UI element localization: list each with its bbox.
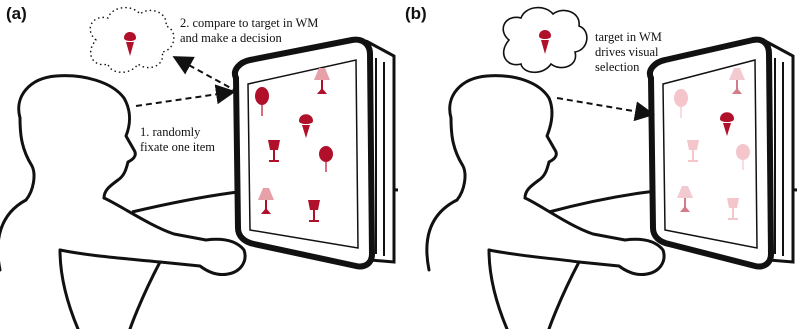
caption-fixate: 1. randomly fixate one item [140,125,215,154]
panel-a-illustration [0,7,398,329]
arrow-to-bubble [172,56,239,93]
balloon-icon [319,146,333,172]
monitor [647,36,795,270]
thought-bubble-solid [502,6,588,74]
caption-compare: 2. compare to target in WM and make a de… [180,16,319,45]
person-figure [0,74,247,329]
lamp-icon [258,188,274,214]
panel-b-illustration [425,6,797,329]
ice-cream-icon [539,30,551,54]
caption-target-drives: target in WM drives visual selection [595,30,662,74]
lamp-icon [729,68,745,94]
balloon-icon [736,144,750,170]
screen-items [674,68,750,220]
panel-b: (b) target in WM drives visual selection [399,0,797,329]
ice-cream-icon [720,112,734,136]
ice-cream-icon [124,32,136,56]
panel-a-label: (a) [6,4,27,23]
wine-glass-icon [687,140,699,162]
lamp-icon [314,68,330,94]
screen-items [255,68,333,222]
balloon-icon [255,87,269,116]
panel-b-label: (b) [405,4,427,23]
arrow-to-screen [135,84,236,107]
ice-cream-icon [299,114,313,138]
balloon-icon [674,89,688,118]
wine-glass-icon [268,140,280,162]
wine-glass-icon [727,198,739,220]
person-figure [425,74,666,329]
wine-glass-icon [308,200,320,222]
lamp-icon [677,186,693,212]
arrow-to-screen [556,97,655,122]
monitor [232,36,396,270]
panel-a: (a) 2. compare to target in WM and make … [0,0,398,329]
